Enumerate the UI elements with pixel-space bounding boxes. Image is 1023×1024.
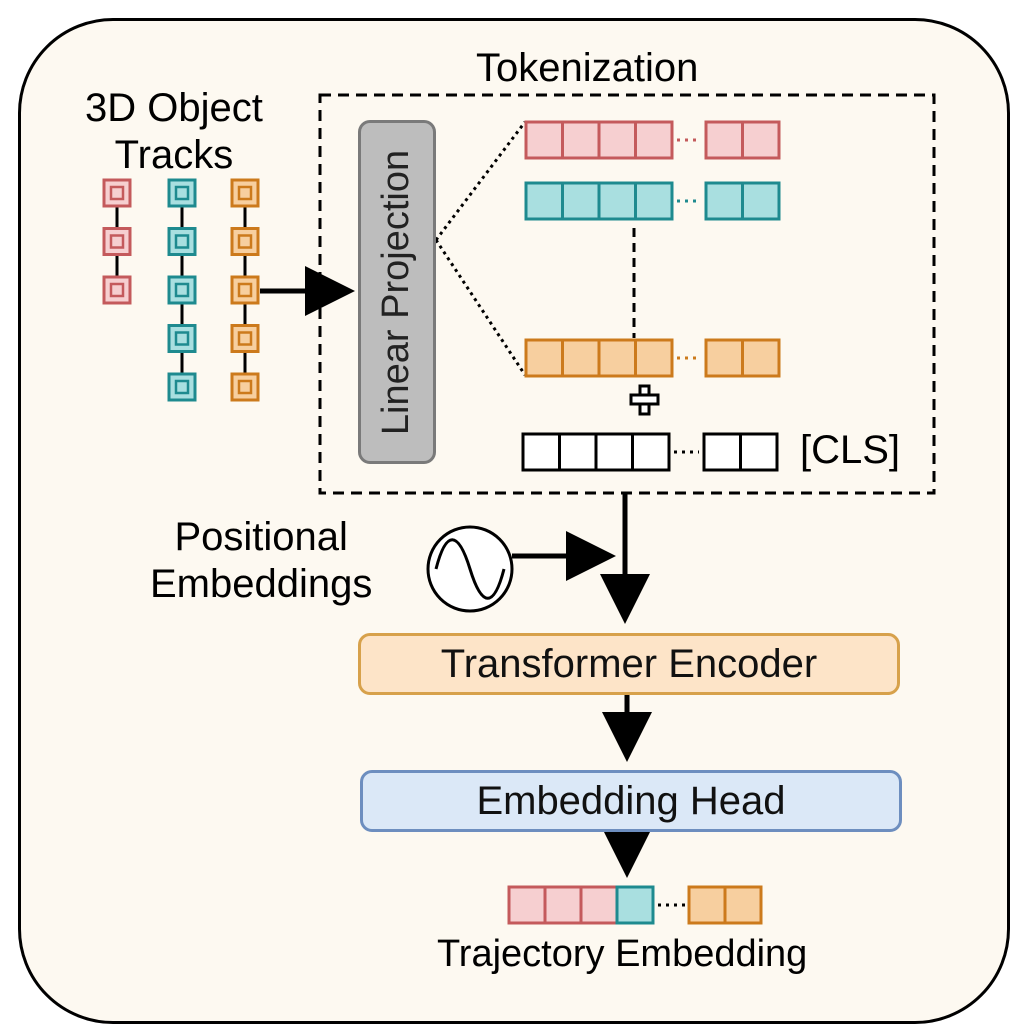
- trajectory-embedding-cells: [507, 885, 763, 925]
- token-cell: [579, 885, 619, 925]
- trajectory-embedding-label: Trajectory Embedding: [437, 933, 808, 975]
- token-cell: [739, 432, 779, 472]
- track-node-teal: [167, 324, 197, 353]
- token-cell: [524, 120, 564, 160]
- token-row-teal: [524, 181, 781, 221]
- sine-wave-icon: [426, 525, 514, 613]
- positional-embeddings-line1: Positional: [174, 515, 348, 559]
- object-tracks-title-line2: Tracks: [114, 133, 234, 178]
- token-cell: [561, 120, 601, 160]
- cls-token-label: [CLS]: [800, 428, 901, 472]
- track-node-teal: [167, 227, 197, 256]
- token-cell: [702, 432, 742, 472]
- token-cell: [704, 338, 744, 378]
- token-cell: [634, 120, 674, 160]
- token-cell: [704, 120, 744, 160]
- token-row-red: [524, 120, 781, 160]
- token-cell: [631, 432, 671, 472]
- diagram-canvas: [102, 93, 936, 925]
- object-tracks-title-line1: 3D Object: [85, 86, 263, 130]
- token-cell: [687, 885, 727, 925]
- track-node-teal: [167, 275, 197, 305]
- track-node-teal: [167, 372, 197, 402]
- token-cell: [741, 181, 781, 221]
- track-node-red: [102, 178, 132, 208]
- track-node-teal: [167, 178, 197, 208]
- embedding-head-block: Embedding Head: [360, 770, 902, 832]
- linear-projection-block: Linear Projection: [358, 120, 436, 464]
- positional-embeddings-title: Positional Embeddings: [150, 514, 372, 608]
- token-cell: [561, 181, 601, 221]
- token-cell: [597, 181, 637, 221]
- token-cell: [741, 338, 781, 378]
- track-node-orange: [230, 324, 260, 353]
- positional-embeddings-line2: Embeddings: [150, 562, 373, 607]
- track-node-orange: [230, 275, 260, 305]
- track-node-red: [102, 227, 132, 256]
- projection-fan-bottom: [434, 239, 527, 376]
- transformer-encoder-block: Transformer Encoder: [358, 633, 900, 695]
- track-node-orange: [230, 178, 260, 208]
- token-cell: [704, 181, 744, 221]
- token-cell: [561, 338, 601, 378]
- token-cell: [507, 885, 547, 925]
- track-node-orange: [230, 372, 260, 402]
- token-cell: [524, 338, 564, 378]
- token-cell: [741, 120, 781, 160]
- token-cell: [597, 338, 637, 378]
- token-cell: [597, 120, 637, 160]
- projection-fan-top: [434, 121, 527, 241]
- tokenization-title: Tokenization: [476, 46, 699, 90]
- token-cell: [524, 181, 564, 221]
- object-tracks-title: 3D Object Tracks: [85, 85, 263, 179]
- linear-projection-label: Linear Projection: [375, 149, 418, 435]
- token-row-orange: [524, 338, 781, 378]
- token-row-cls: [521, 432, 779, 472]
- token-cell: [634, 181, 674, 221]
- token-cell: [543, 885, 583, 925]
- token-cell: [634, 338, 674, 378]
- token-cell: [558, 432, 598, 472]
- track-node-red: [102, 275, 132, 305]
- token-cell: [594, 432, 634, 472]
- token-cell: [615, 885, 655, 925]
- token-cell: [521, 432, 561, 472]
- plus-icon: [629, 384, 660, 416]
- token-cell: [723, 885, 763, 925]
- track-node-orange: [230, 227, 260, 256]
